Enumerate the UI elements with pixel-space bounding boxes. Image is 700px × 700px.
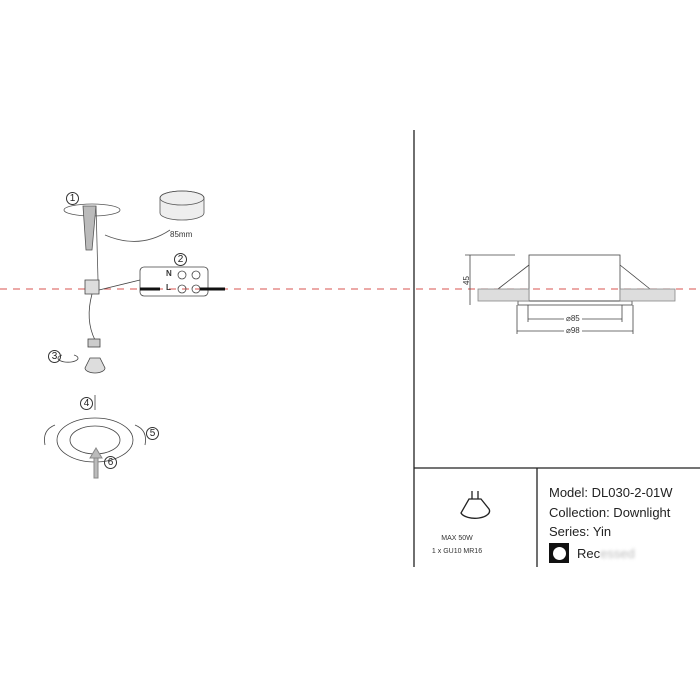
series-label: Series: Yin	[549, 524, 612, 539]
step-2-marker: 2	[174, 253, 187, 266]
collection-label: Collection: Downlight	[549, 505, 671, 520]
gu10-bulb-icon	[460, 491, 491, 519]
hole-size-label: 85mm	[170, 230, 193, 239]
install-step-wiring	[84, 266, 225, 341]
bulb-spec-label: 1 x GU10 MR16	[431, 548, 483, 555]
step-1-marker: 1	[66, 192, 79, 205]
cutout-dimension: ⌀85	[564, 314, 582, 323]
model-label: Model: DL030-2-01W	[549, 485, 673, 500]
outer-dimension: ⌀98	[564, 326, 582, 335]
shape-label-visible: Rec	[577, 546, 601, 561]
live-label: L	[166, 283, 171, 292]
install-step-push	[89, 447, 103, 479]
neutral-label: N	[166, 269, 172, 278]
step-3-marker: 3	[48, 350, 61, 363]
shape-label: Recessed	[577, 546, 635, 561]
step-4-marker: 4	[80, 397, 93, 410]
height-dimension: 45	[461, 276, 471, 285]
max-power-label: MAX 50W	[441, 535, 473, 542]
shape-label-blurred: essed	[600, 546, 635, 561]
shape-swatch-icon	[549, 543, 569, 563]
install-step-cut-hole	[63, 190, 205, 281]
step-6-marker: 6	[104, 456, 117, 469]
side-view-drawing	[465, 254, 676, 334]
step-5-marker: 5	[146, 427, 159, 440]
